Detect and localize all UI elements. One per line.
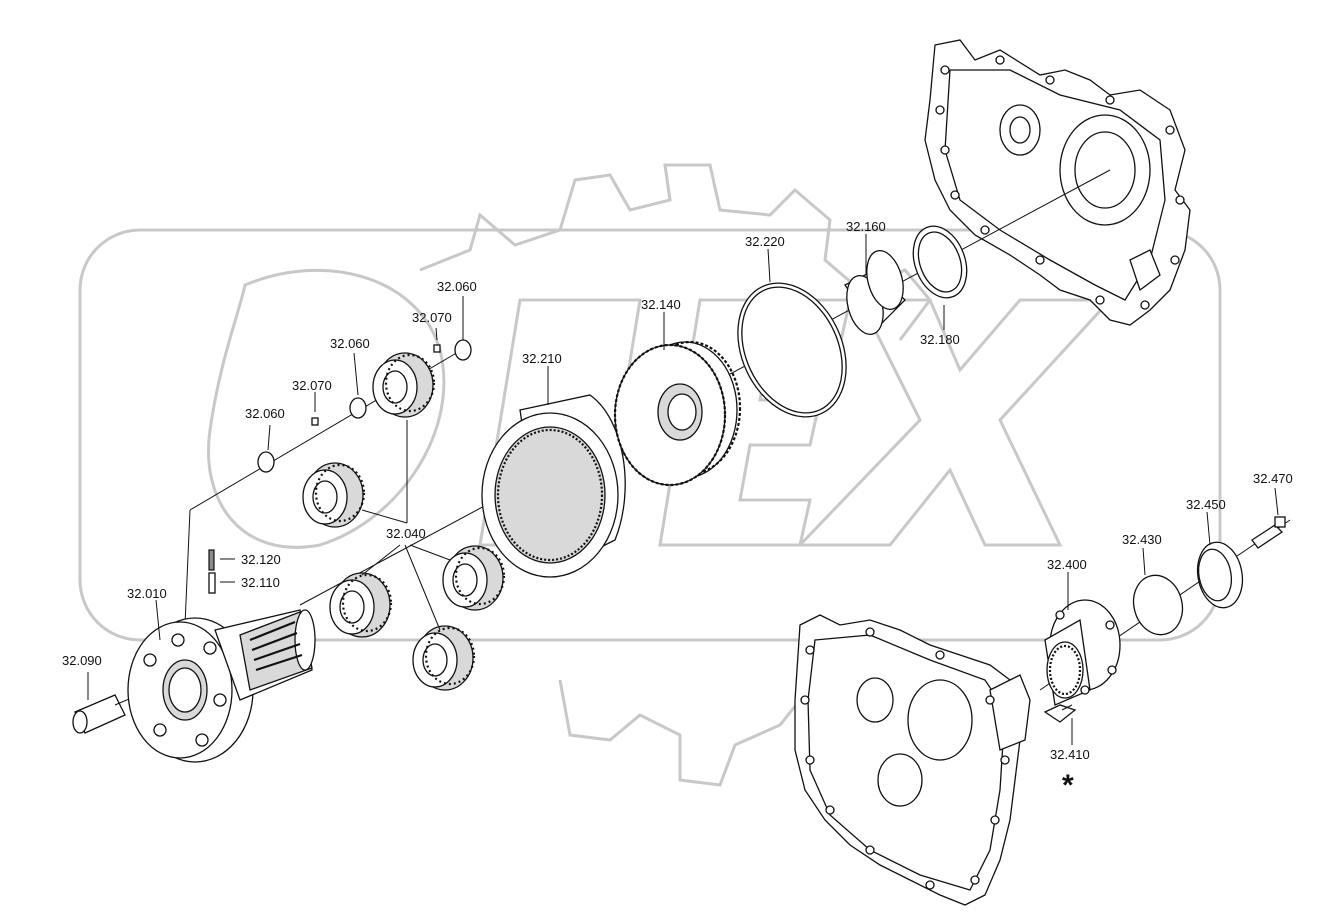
label-32-210: 32.210 xyxy=(522,351,562,366)
label-32-400: 32.400 xyxy=(1047,557,1087,572)
pin-axis-leader xyxy=(184,509,191,626)
label-32-060-c: 32.060 xyxy=(437,279,477,294)
part-32-400-output-flange xyxy=(1044,599,1121,706)
part-32-210-ring-gear xyxy=(481,394,626,578)
label-32-070-b: 32.070 xyxy=(412,310,452,325)
label-32-470: 32.470 xyxy=(1253,471,1293,486)
part-32-070-key-1 xyxy=(311,417,319,426)
label-32-040: 32.040 xyxy=(386,526,426,541)
label-32-450: 32.450 xyxy=(1186,497,1226,512)
label-32-140: 32.140 xyxy=(641,297,681,312)
label-32-090: 32.090 xyxy=(62,653,102,668)
part-32-060-ring-3 xyxy=(454,339,472,361)
part-32-060-ring-2 xyxy=(349,397,367,419)
label-32-180: 32.180 xyxy=(920,332,960,347)
label-32-070-a: 32.070 xyxy=(292,378,332,393)
part-32-430-o-ring xyxy=(1132,574,1184,636)
part-32-010-planet-carrier xyxy=(127,609,316,763)
label-32-060-a: 32.060 xyxy=(245,406,285,421)
part-32-060-ring-1 xyxy=(257,451,275,473)
part-32-220-snap-ring xyxy=(737,282,847,418)
part-32-450-washer-plate xyxy=(1196,541,1244,609)
asterisk-mark: * xyxy=(1062,769,1074,802)
part-32-160-bushing xyxy=(844,250,906,335)
label-32-430: 32.430 xyxy=(1122,532,1162,547)
label-32-010: 32.010 xyxy=(127,586,167,601)
part-32-040-planet-gear-1 xyxy=(302,462,366,528)
part-32-070-key-2 xyxy=(433,344,441,353)
label-32-220: 32.220 xyxy=(745,234,785,249)
label-32-410: 32.410 xyxy=(1050,747,1090,762)
label-32-110: 32.110 xyxy=(241,575,280,590)
label-32-120: 32.120 xyxy=(241,552,281,567)
part-32-040-planet-gear-2 xyxy=(372,352,436,418)
part-32-040-planet-gear-4 xyxy=(442,545,506,611)
part-32-410-bolt xyxy=(1043,704,1077,723)
transmission-housing-upper xyxy=(924,39,1191,326)
part-32-040-planet-gear-3 xyxy=(329,572,393,638)
label-32-060-b: 32.060 xyxy=(330,336,370,351)
leader-lines xyxy=(87,234,1279,745)
part-32-120-needle xyxy=(208,549,215,571)
part-32-180-seal xyxy=(912,225,968,299)
part-32-040-planet-gear-5 xyxy=(412,625,476,691)
part-32-110-needle xyxy=(208,572,216,594)
part-32-470-screw xyxy=(1251,516,1286,549)
label-32-160: 32.160 xyxy=(846,219,886,234)
transmission-housing-lower xyxy=(794,614,1031,906)
part-32-140-sun-gear xyxy=(613,340,742,487)
